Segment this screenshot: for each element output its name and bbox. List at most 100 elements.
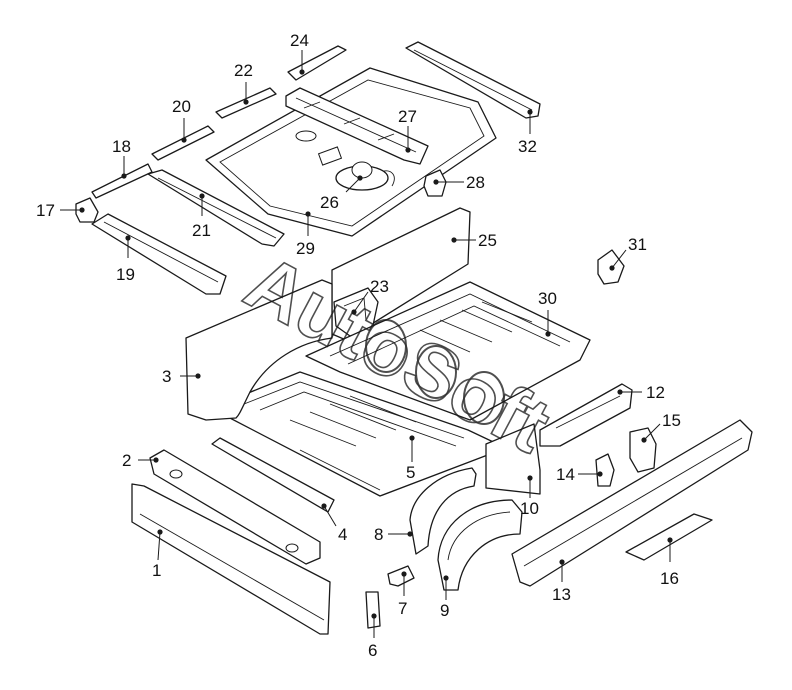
part-21-roof-side-rail[interactable] bbox=[147, 169, 285, 247]
part-9-wheel-arch[interactable] bbox=[437, 499, 523, 591]
callout-number: 25 bbox=[478, 231, 497, 250]
callout-number: 31 bbox=[628, 235, 647, 254]
part-4-long-member[interactable] bbox=[211, 437, 335, 513]
callout-number: 22 bbox=[234, 61, 253, 80]
leader-dot bbox=[195, 373, 201, 379]
callout-12[interactable]: 12 bbox=[617, 383, 665, 402]
leader-dot bbox=[243, 99, 249, 105]
leader-line bbox=[345, 177, 361, 193]
callout-13[interactable]: 13 bbox=[552, 559, 571, 604]
leader-line bbox=[643, 423, 661, 441]
callout-number: 19 bbox=[116, 265, 135, 284]
callout-number: 28 bbox=[466, 173, 485, 192]
callout-31[interactable]: 31 bbox=[609, 235, 647, 271]
callout-number: 15 bbox=[662, 411, 681, 430]
callout-14[interactable]: 14 bbox=[556, 465, 603, 484]
part-19-roof-side-rail[interactable] bbox=[91, 213, 227, 295]
callout-29[interactable]: 29 bbox=[296, 211, 315, 258]
watermark-ring bbox=[365, 319, 407, 373]
callout-25[interactable]: 25 bbox=[451, 231, 497, 250]
callout-5[interactable]: 5 bbox=[406, 435, 415, 482]
callout-number: 23 bbox=[370, 277, 389, 296]
callout-number: 20 bbox=[172, 97, 191, 116]
part-1-rear-panel[interactable] bbox=[131, 483, 331, 635]
callout-21[interactable]: 21 bbox=[192, 193, 211, 240]
callout-number: 26 bbox=[320, 193, 339, 212]
leader-dot bbox=[79, 207, 85, 213]
callout-number: 21 bbox=[192, 221, 211, 240]
watermark-ring bbox=[415, 345, 457, 399]
part-10-inner-panel[interactable] bbox=[485, 423, 541, 495]
callout-28[interactable]: 28 bbox=[433, 173, 485, 192]
callout-16[interactable]: 16 bbox=[660, 537, 679, 588]
callout-7[interactable]: 7 bbox=[398, 571, 407, 618]
callout-32[interactable]: 32 bbox=[518, 109, 537, 156]
part-15-bracket[interactable] bbox=[629, 427, 657, 473]
callout-number: 7 bbox=[398, 599, 407, 618]
callout-30[interactable]: 30 bbox=[538, 289, 557, 337]
leader-dot bbox=[527, 109, 533, 115]
callout-9[interactable]: 9 bbox=[440, 575, 449, 620]
callout-number: 27 bbox=[398, 107, 417, 126]
leader-dot bbox=[407, 531, 413, 537]
callout-number: 8 bbox=[374, 525, 383, 544]
part-6-post[interactable] bbox=[365, 591, 381, 629]
leader-dot bbox=[409, 435, 415, 441]
callout-22[interactable]: 22 bbox=[234, 61, 253, 105]
callout-27[interactable]: 27 bbox=[398, 107, 417, 153]
callout-20[interactable]: 20 bbox=[172, 97, 191, 143]
callout-24[interactable]: 24 bbox=[290, 31, 309, 75]
part-7-small-bracket[interactable] bbox=[387, 565, 415, 587]
callout-23[interactable]: 23 bbox=[351, 277, 389, 315]
callout-1[interactable]: 1 bbox=[152, 529, 163, 580]
leader-dot bbox=[157, 529, 163, 535]
part-32-roof-rail[interactable] bbox=[405, 41, 541, 119]
part-13-side-sill[interactable] bbox=[511, 419, 753, 587]
watermark-ring bbox=[463, 371, 505, 425]
callouts-layer: 1 2 3 4 5 6 7 bbox=[36, 31, 681, 660]
callout-number: 13 bbox=[552, 585, 571, 604]
leader-dot bbox=[451, 237, 457, 243]
part-12-wheel-housing[interactable] bbox=[539, 383, 633, 447]
leader-dot bbox=[527, 475, 533, 481]
callout-6[interactable]: 6 bbox=[368, 613, 377, 660]
callout-8[interactable]: 8 bbox=[374, 525, 413, 544]
part-24-bracket[interactable] bbox=[287, 45, 347, 81]
leader-dot bbox=[609, 265, 615, 271]
callout-15[interactable]: 15 bbox=[641, 411, 681, 443]
part-27-roof-crossmember[interactable] bbox=[285, 87, 429, 165]
leader-dot bbox=[181, 137, 187, 143]
callout-2[interactable]: 2 bbox=[122, 451, 159, 470]
leader-dot bbox=[351, 309, 357, 315]
callout-number: 9 bbox=[440, 601, 449, 620]
callout-number: 29 bbox=[296, 239, 315, 258]
part-18-strip[interactable] bbox=[91, 163, 153, 199]
part-14-bracket[interactable] bbox=[595, 453, 615, 487]
callout-17[interactable]: 17 bbox=[36, 201, 85, 220]
callout-number: 1 bbox=[152, 561, 161, 580]
callout-number: 30 bbox=[538, 289, 557, 308]
leader-dot bbox=[597, 471, 603, 477]
leader-dot bbox=[371, 613, 377, 619]
part-16-flat-plate[interactable] bbox=[625, 513, 713, 561]
leader-dot bbox=[443, 575, 449, 581]
part-3-side-panel[interactable] bbox=[185, 279, 333, 421]
part-2-rear-crossmember[interactable] bbox=[149, 449, 321, 565]
part-8-wheel-arch[interactable] bbox=[409, 467, 477, 555]
leader-dot bbox=[559, 559, 565, 565]
callout-10[interactable]: 10 bbox=[520, 475, 539, 518]
leader-dot bbox=[641, 437, 647, 443]
callout-18[interactable]: 18 bbox=[112, 137, 131, 179]
leader-dot bbox=[405, 147, 411, 153]
leader-dot bbox=[667, 537, 673, 543]
part-29-roof-panel[interactable] bbox=[205, 67, 497, 237]
callout-4[interactable]: 4 bbox=[321, 503, 347, 544]
leader-line bbox=[353, 291, 369, 313]
leader-dot bbox=[321, 503, 327, 509]
callout-26[interactable]: 26 bbox=[320, 175, 363, 212]
part-20-strip[interactable] bbox=[151, 125, 215, 161]
callout-3[interactable]: 3 bbox=[162, 367, 201, 386]
callout-number: 24 bbox=[290, 31, 309, 50]
callout-19[interactable]: 19 bbox=[116, 235, 135, 284]
